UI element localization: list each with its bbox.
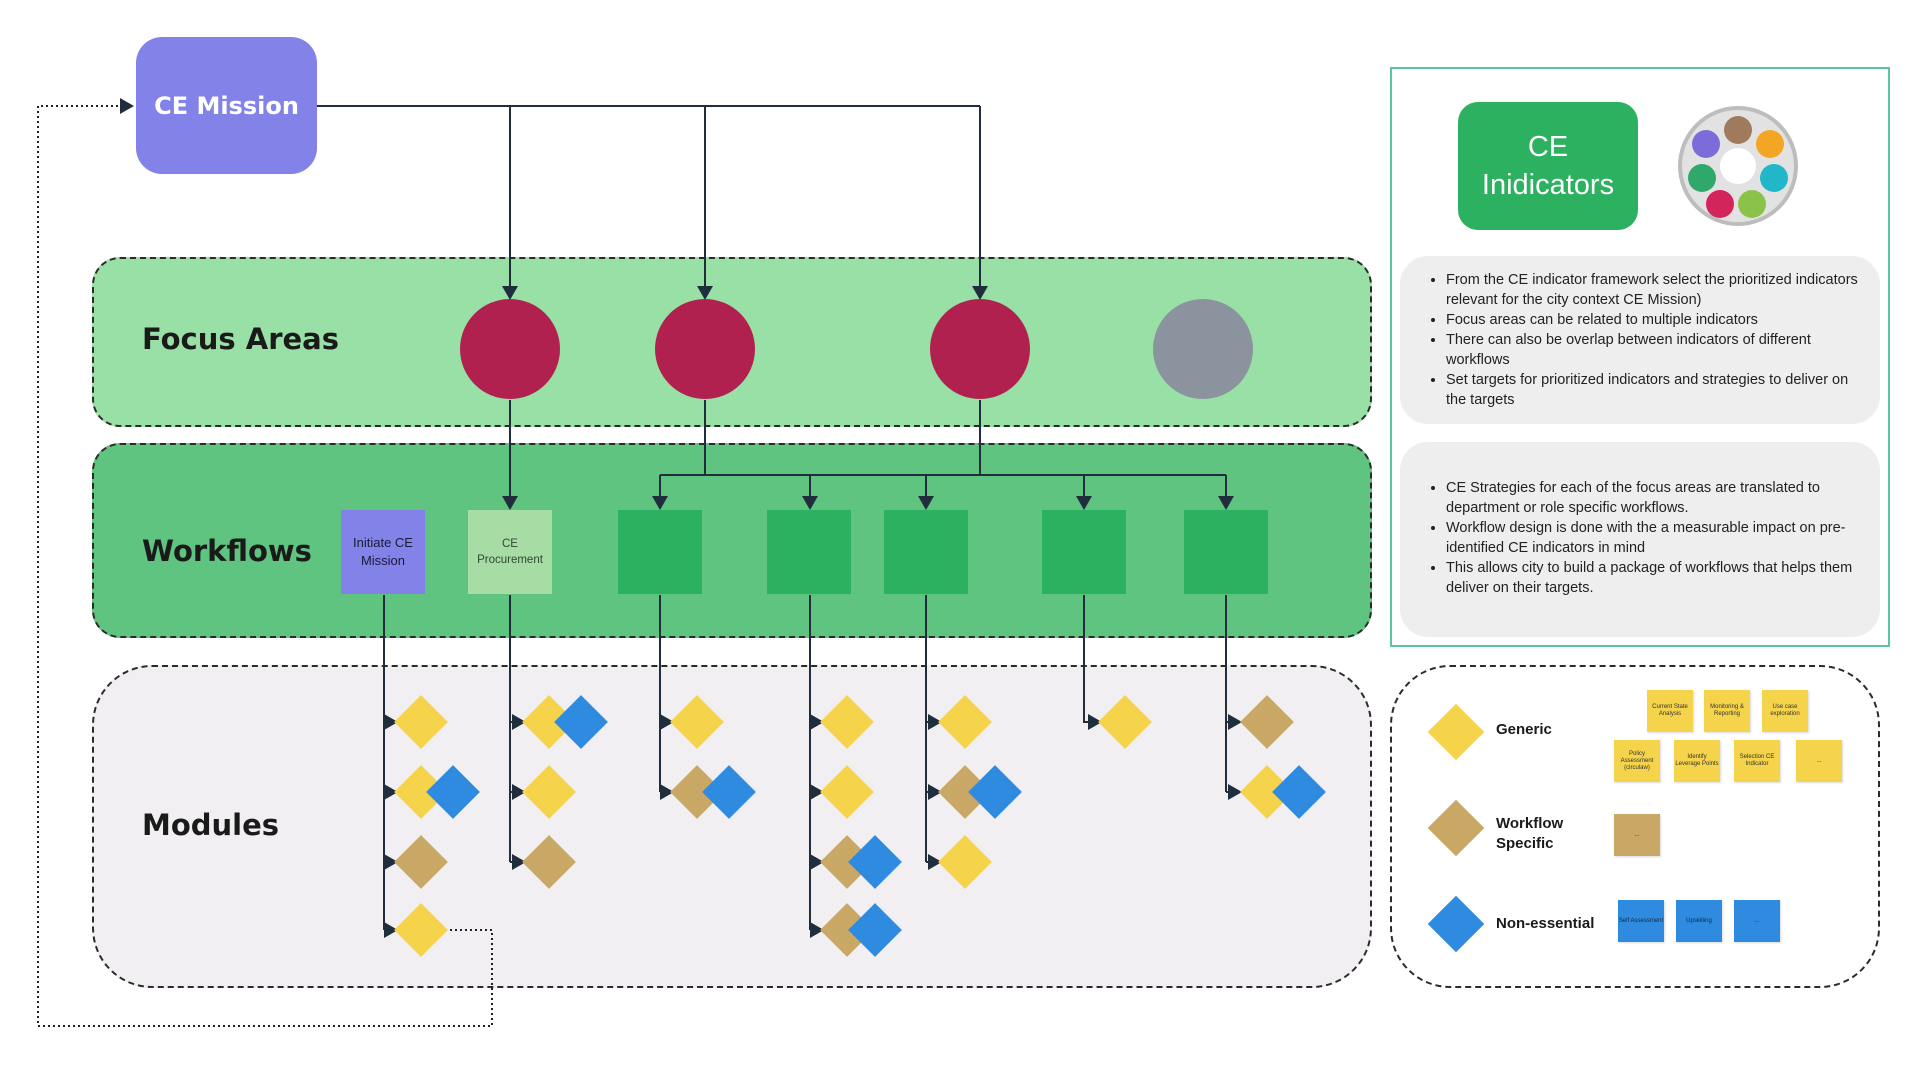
ce-indicators-panel	[1390, 67, 1890, 647]
generic-note: Selection CE Indicator	[1734, 740, 1780, 782]
non-essential-note: Self Assessment	[1618, 900, 1664, 942]
ce-indicators-title-line2: Inidicators	[1481, 169, 1615, 201]
workflow-bullet: This allows city to build a package of w…	[1446, 558, 1858, 598]
indicator-bullet: There can also be overlap between indica…	[1446, 330, 1858, 370]
non-essential-note: ...	[1734, 900, 1780, 942]
workflow-box	[884, 510, 968, 594]
indicators-info-card: From the CE indicator framework select t…	[1400, 256, 1880, 424]
generic-note: Monitoring & Reporting	[1704, 690, 1750, 732]
indicator-bullet: From the CE indicator framework select t…	[1446, 270, 1858, 310]
indicator-bullet: Set targets for prioritized indicators a…	[1446, 370, 1858, 410]
workflow-box	[1042, 510, 1126, 594]
workflow-bullet: Workflow design is done with the a measu…	[1446, 518, 1858, 558]
legend-workflow-specific-label: Workflow Specific	[1496, 815, 1564, 852]
workflow-specific-note: ...	[1614, 814, 1660, 856]
workflow-box	[767, 510, 851, 594]
ce-indicators-title-line1: CE	[1527, 131, 1569, 163]
workflow-initiate-ce-mission: Initiate CE Mission	[341, 510, 425, 594]
generic-note: Identify Leverage Points	[1674, 740, 1720, 782]
focus-area-circle	[930, 299, 1030, 399]
workflows-info-card: CE Strategies for each of the focus area…	[1400, 442, 1880, 637]
indicator-framework-wheel-icon	[1678, 106, 1798, 226]
focus-area-circle-inactive	[1153, 299, 1253, 399]
generic-note: Policy Assessment (circulaw)	[1614, 740, 1660, 782]
legend-generic-label: Generic	[1496, 721, 1552, 738]
generic-note: Current State Analysis	[1647, 690, 1693, 732]
modules-label: Modules	[142, 808, 280, 842]
ce-indicators-title: CE Inidicators	[1458, 102, 1638, 230]
indicator-bullet: Focus areas can be related to multiple i…	[1446, 310, 1858, 330]
workflow-box	[618, 510, 702, 594]
modules-lane	[92, 665, 1372, 988]
focus-area-circle	[655, 299, 755, 399]
focus-area-circle	[460, 299, 560, 399]
workflow-bullet: CE Strategies for each of the focus area…	[1446, 478, 1858, 518]
workflow-box	[1184, 510, 1268, 594]
non-essential-note: Upskilling	[1676, 900, 1722, 942]
legend-non-essential-label: Non-essential	[1496, 915, 1595, 932]
focus-areas-label: Focus Areas	[142, 322, 339, 356]
workflows-label: Workflows	[142, 534, 312, 568]
generic-note: ...	[1796, 740, 1842, 782]
workflow-ce-procurement: CE Procurement	[468, 510, 552, 594]
ce-mission-box: CE Mission	[136, 37, 317, 174]
generic-note: Use case exploration	[1762, 690, 1808, 732]
